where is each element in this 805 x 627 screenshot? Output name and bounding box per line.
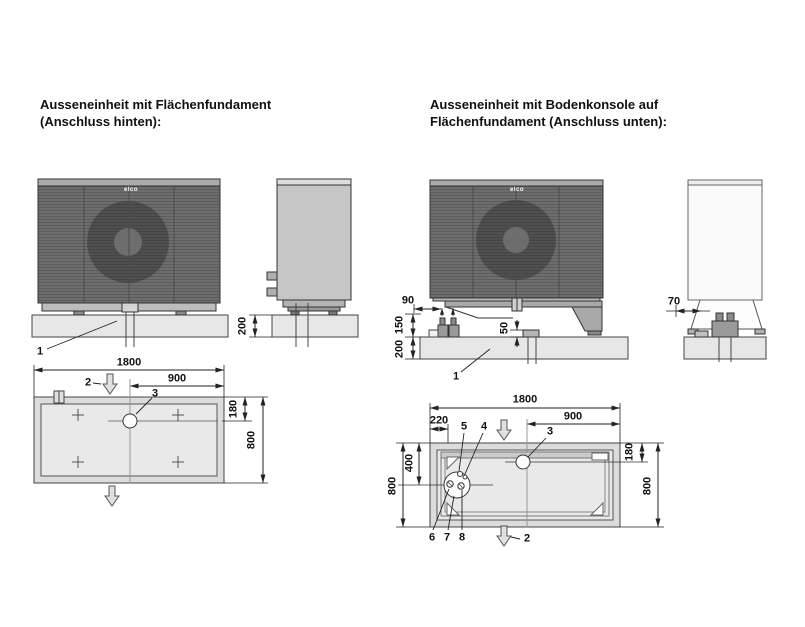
dim-220: 220	[429, 414, 449, 427]
dim-400: 400	[403, 453, 416, 473]
dim-90: 90	[401, 294, 415, 307]
right-title-line1: Ausseneinheit mit Bodenkonsole auf	[430, 97, 659, 112]
callout-2: 2	[523, 532, 531, 545]
callout-3: 3	[546, 425, 554, 438]
dim-150: 150	[393, 315, 406, 335]
flow-arrow-top-icon	[102, 373, 118, 395]
flow-arrow-bottom-icon	[496, 525, 512, 547]
dim-900: 900	[167, 372, 187, 385]
callout-8: 8	[458, 531, 466, 544]
callout-6: 6	[428, 531, 436, 544]
dim-1800: 1800	[512, 393, 538, 406]
dim-200: 200	[236, 316, 249, 336]
dim-180: 180	[227, 399, 240, 419]
left-title-line1: Ausseneinheit mit Flächenfundament	[40, 97, 272, 112]
dim-50: 50	[498, 321, 511, 335]
callout-5: 5	[460, 420, 468, 433]
right-front-view	[405, 179, 629, 373]
brand-logo: elco	[509, 187, 525, 193]
right-section-title: Ausseneinheit mit Bodenkonsole auf Fläch…	[430, 96, 667, 130]
callout-2: 2	[84, 376, 92, 389]
dim-800-right: 800	[641, 476, 654, 496]
flow-arrow-top-icon	[496, 419, 512, 441]
left-section-title: Ausseneinheit mit Flächenfundament (Ansc…	[40, 96, 271, 130]
callout-3: 3	[151, 387, 159, 400]
left-front-view	[31, 178, 229, 350]
dim-900: 900	[563, 410, 583, 423]
callout-1: 1	[452, 370, 460, 383]
right-plan-view	[396, 403, 664, 547]
left-plan-view	[33, 365, 268, 507]
right-side-view	[666, 179, 767, 362]
callout-leader-lines	[432, 432, 547, 540]
brand-logo: elco	[123, 187, 139, 193]
dim-800: 800	[245, 430, 258, 450]
dim-200: 200	[393, 339, 406, 359]
flow-arrow-bottom-icon	[104, 485, 120, 507]
left-title-line2: (Anschluss hinten):	[40, 114, 162, 129]
dim-180: 180	[623, 442, 636, 462]
callout-1: 1	[36, 345, 44, 358]
dim-800-left: 800	[386, 476, 399, 496]
right-title-line2: Flächenfundament (Anschluss unten):	[430, 114, 667, 129]
callout-7: 7	[443, 531, 451, 544]
callout-4: 4	[480, 420, 488, 433]
dim-70: 70	[667, 295, 681, 308]
anchor-cross-marks	[72, 409, 184, 468]
dim-1800: 1800	[116, 356, 142, 369]
left-side-view	[249, 178, 359, 347]
